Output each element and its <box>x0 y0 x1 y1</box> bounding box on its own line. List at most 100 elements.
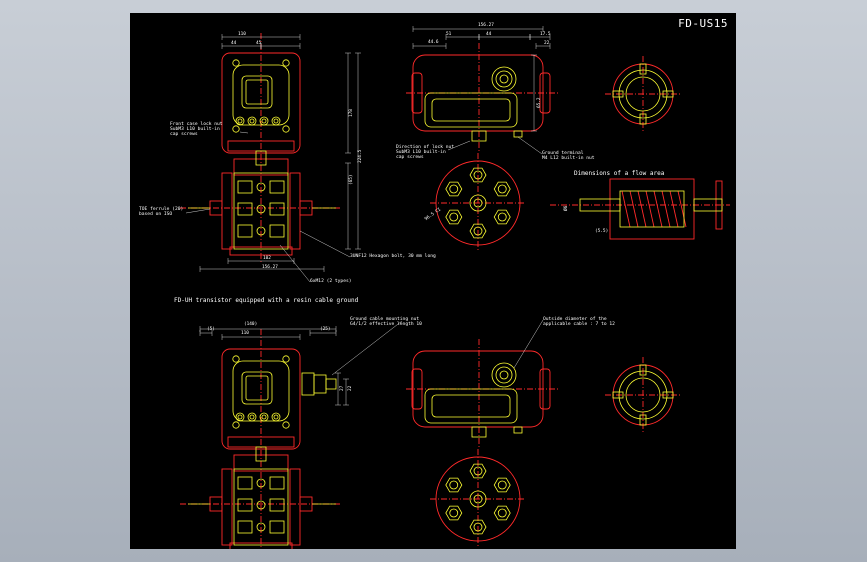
dim-front-mid: (65) <box>349 174 354 185</box>
hex-nut <box>445 505 463 521</box>
leader-cable-dia <box>513 319 544 369</box>
flange-left <box>221 172 233 250</box>
button-core <box>249 414 255 420</box>
flange-bore <box>473 494 483 504</box>
hex-nut-bore <box>449 480 459 490</box>
cable-diameter-label: Outside diameter of the applicable cable… <box>543 317 615 327</box>
hex-nut-bore <box>473 226 483 236</box>
hex-nut <box>469 223 487 239</box>
side-cover-inner <box>431 394 511 418</box>
nut <box>269 180 285 194</box>
nut <box>269 498 285 512</box>
bolt-head <box>256 226 266 236</box>
dim-side-h: 65.2 <box>537 97 542 108</box>
cap-notch <box>662 90 674 98</box>
flow-hatch <box>645 190 655 228</box>
hex-nut <box>445 181 463 197</box>
flange-left <box>221 468 233 546</box>
transistor-title: FD-UH transistor equipped with a resin c… <box>174 297 359 304</box>
nut <box>269 224 285 238</box>
display-inner <box>245 375 269 401</box>
nut <box>237 498 253 512</box>
screw-head <box>232 125 240 133</box>
ptfe-ferrule-label: TOE ferrule (20) based on ISO <box>139 207 184 217</box>
button-core <box>237 414 243 420</box>
flange-bore <box>473 198 483 208</box>
drawing-title: FD-US15 <box>678 17 728 30</box>
cap-notch <box>639 113 647 125</box>
hex-nut <box>493 477 511 493</box>
body-lock-label: Direction of lock nut SubM3 L10 built-in… <box>396 145 455 160</box>
screw-head <box>282 125 290 133</box>
dim-front-width: 110 <box>238 32 246 37</box>
screw-head <box>282 355 290 363</box>
dim-bot-front-h2: 22 <box>348 385 353 391</box>
hex-nut-bore <box>497 184 507 194</box>
button-ring <box>235 116 245 126</box>
conduit-ring <box>491 362 517 388</box>
cap-notch <box>612 90 624 98</box>
cable-gland-body <box>301 372 315 396</box>
button-ring <box>271 116 281 126</box>
dim-front-left: 44 <box>231 41 237 46</box>
dim-bot-front-right: (25) <box>320 327 331 332</box>
dim-bot-front-h1: 27 <box>340 385 345 391</box>
conduit-inner <box>495 366 513 384</box>
cable-gland-tip <box>325 378 337 390</box>
hex-nut-bore <box>473 466 483 476</box>
dim-side-total: 156.27 <box>478 23 494 28</box>
body-block <box>233 468 289 546</box>
bolt-head <box>256 500 266 510</box>
conduit-core <box>499 74 509 84</box>
flow-hatch <box>677 190 687 228</box>
dim-front-height: 178 <box>349 109 354 117</box>
conduit-ring <box>491 66 517 92</box>
hex-nut <box>445 209 463 225</box>
side-cover <box>424 388 518 424</box>
conduit-inner <box>495 70 513 88</box>
body-block <box>233 172 289 250</box>
hex-nut-bore <box>497 212 507 222</box>
flow-area-title: Dimensions of a flow area <box>574 170 665 177</box>
nut <box>237 180 253 194</box>
front-case-lock-label: Front case lock nut SubM3 L10 built-in c… <box>170 122 223 137</box>
button-ring <box>271 412 281 422</box>
button-ring <box>235 412 245 422</box>
cap-inner <box>618 370 668 420</box>
cap-notch <box>639 63 647 75</box>
nut <box>269 520 285 534</box>
conduit-core <box>499 370 509 380</box>
nut <box>237 202 253 216</box>
screw-head <box>282 59 290 67</box>
hex-nut <box>493 209 511 225</box>
hex-nut-bore <box>473 170 483 180</box>
button-core <box>261 414 267 420</box>
dim-side-e: 22 <box>544 41 550 46</box>
cable-gland-nut <box>313 374 327 394</box>
neck <box>255 150 267 166</box>
dim-front-bottom-b: 156.27 <box>262 265 278 270</box>
button-core <box>249 118 255 124</box>
side-neck <box>471 130 487 142</box>
button-core <box>273 118 279 124</box>
hex-nut-bore <box>497 480 507 490</box>
nuts-label: 6xM12 (2 types) <box>310 279 352 284</box>
nut <box>237 476 253 490</box>
hex-nut-bore <box>473 522 483 532</box>
bolt-head <box>256 522 266 532</box>
flow-tube <box>579 198 621 212</box>
technical-drawing <box>180 26 730 549</box>
nut <box>237 520 253 534</box>
screw-head <box>282 421 290 429</box>
button-ring <box>259 116 269 126</box>
dim-side-d: 17.5 <box>540 32 551 37</box>
housing-face <box>232 64 290 126</box>
cap-notch <box>639 364 647 376</box>
cap-core <box>625 76 661 112</box>
side-neck <box>471 426 487 438</box>
housing-face <box>232 360 290 422</box>
leader-body-lock <box>447 140 471 151</box>
hex-nut-bore <box>449 212 459 222</box>
hexagon-bolt-label: 3UNF12 Hexagon bolt, 30 mm long <box>350 254 436 259</box>
dim-side-b: 51 <box>446 32 452 37</box>
